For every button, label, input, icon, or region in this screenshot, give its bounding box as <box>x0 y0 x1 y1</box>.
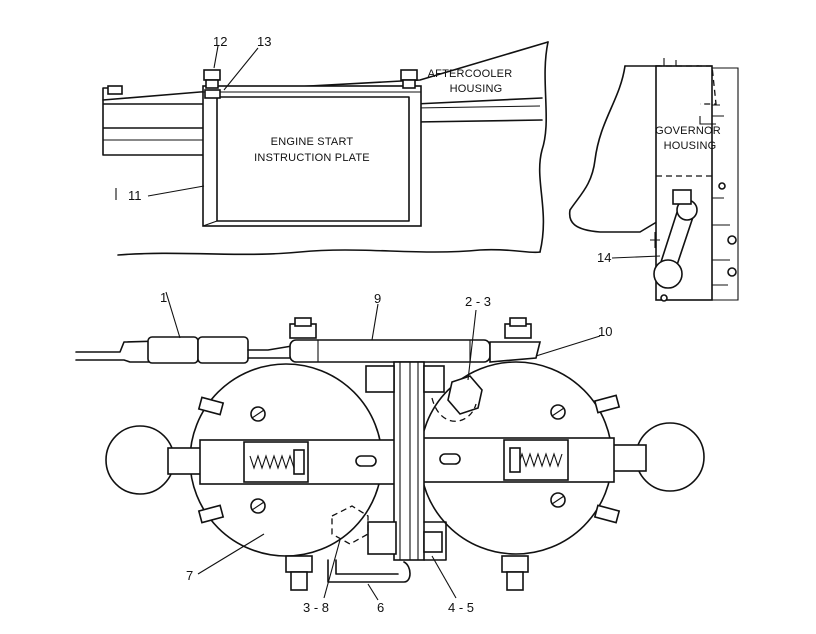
disc-screws <box>250 404 566 514</box>
washer-13 <box>204 89 221 99</box>
hex-2-3 <box>447 375 483 415</box>
slot-left <box>355 455 377 467</box>
knob-stem-left <box>167 447 203 475</box>
callout-14: 14 <box>597 250 611 265</box>
cable-end-right <box>197 336 249 364</box>
bracket-10 <box>489 341 542 363</box>
plate-label-line1: ENGINE START <box>271 136 354 148</box>
knob-stem-right <box>611 444 647 472</box>
knob-left <box>105 425 175 495</box>
callout-10: 10 <box>598 324 612 339</box>
callout-4-5: 4 - 5 <box>448 600 474 615</box>
break-line-right <box>538 41 549 253</box>
aftercooler-label-line1: AFTERCOOLER <box>428 68 513 80</box>
governor-label-line2: HOUSING <box>664 140 717 152</box>
hex-3-8 <box>331 505 369 545</box>
instruction-plate-frame <box>202 85 422 227</box>
bolt-right <box>400 69 418 81</box>
center-nut-top <box>365 365 395 393</box>
bracket-6 <box>327 559 411 583</box>
callout-2-3: 2 - 3 <box>465 294 491 309</box>
spring-right <box>513 452 563 468</box>
instruction-plate <box>216 96 410 222</box>
side-studs <box>197 394 621 524</box>
governor-break-left <box>568 65 661 233</box>
lever-nut <box>672 189 692 205</box>
control-assembly-view: 1 9 10 <box>75 290 705 615</box>
callout-12: 12 <box>213 34 227 49</box>
break-line-bottom <box>117 248 541 256</box>
center-nut-bottom <box>367 521 397 555</box>
bolt-head-left <box>107 85 123 95</box>
callout-13: 13 <box>257 34 271 49</box>
spring-left <box>249 454 299 470</box>
bottom-bolt-left <box>285 555 313 573</box>
callout-7: 7 <box>186 568 193 583</box>
callout-1: 1 <box>160 290 167 305</box>
bolt-12 <box>203 69 221 81</box>
governor-label-line1: GOVERNOR <box>655 125 721 137</box>
callout-3-8: 3 - 8 <box>303 600 329 615</box>
lever-knob <box>653 259 683 289</box>
governor-housing-body <box>655 65 713 301</box>
center-plate <box>393 361 425 561</box>
cable-end-left <box>147 336 199 364</box>
governor-housing-view: 14 GOVERNOR HOUSING <box>568 58 739 302</box>
slot-right <box>439 453 461 465</box>
aftercooler-assembly-view: 12 13 11 ENGINE START INSTRUCTION PLATE … <box>102 34 549 256</box>
rod-9 <box>289 339 491 363</box>
callout-9: 9 <box>374 291 381 306</box>
callout-6: 6 <box>377 600 384 615</box>
bottom-bolt-right <box>501 555 529 573</box>
callout-11: 11 <box>128 188 142 203</box>
aftercooler-label-line2: HOUSING <box>450 83 503 95</box>
plate-label-line2: INSTRUCTION PLATE <box>254 152 370 164</box>
